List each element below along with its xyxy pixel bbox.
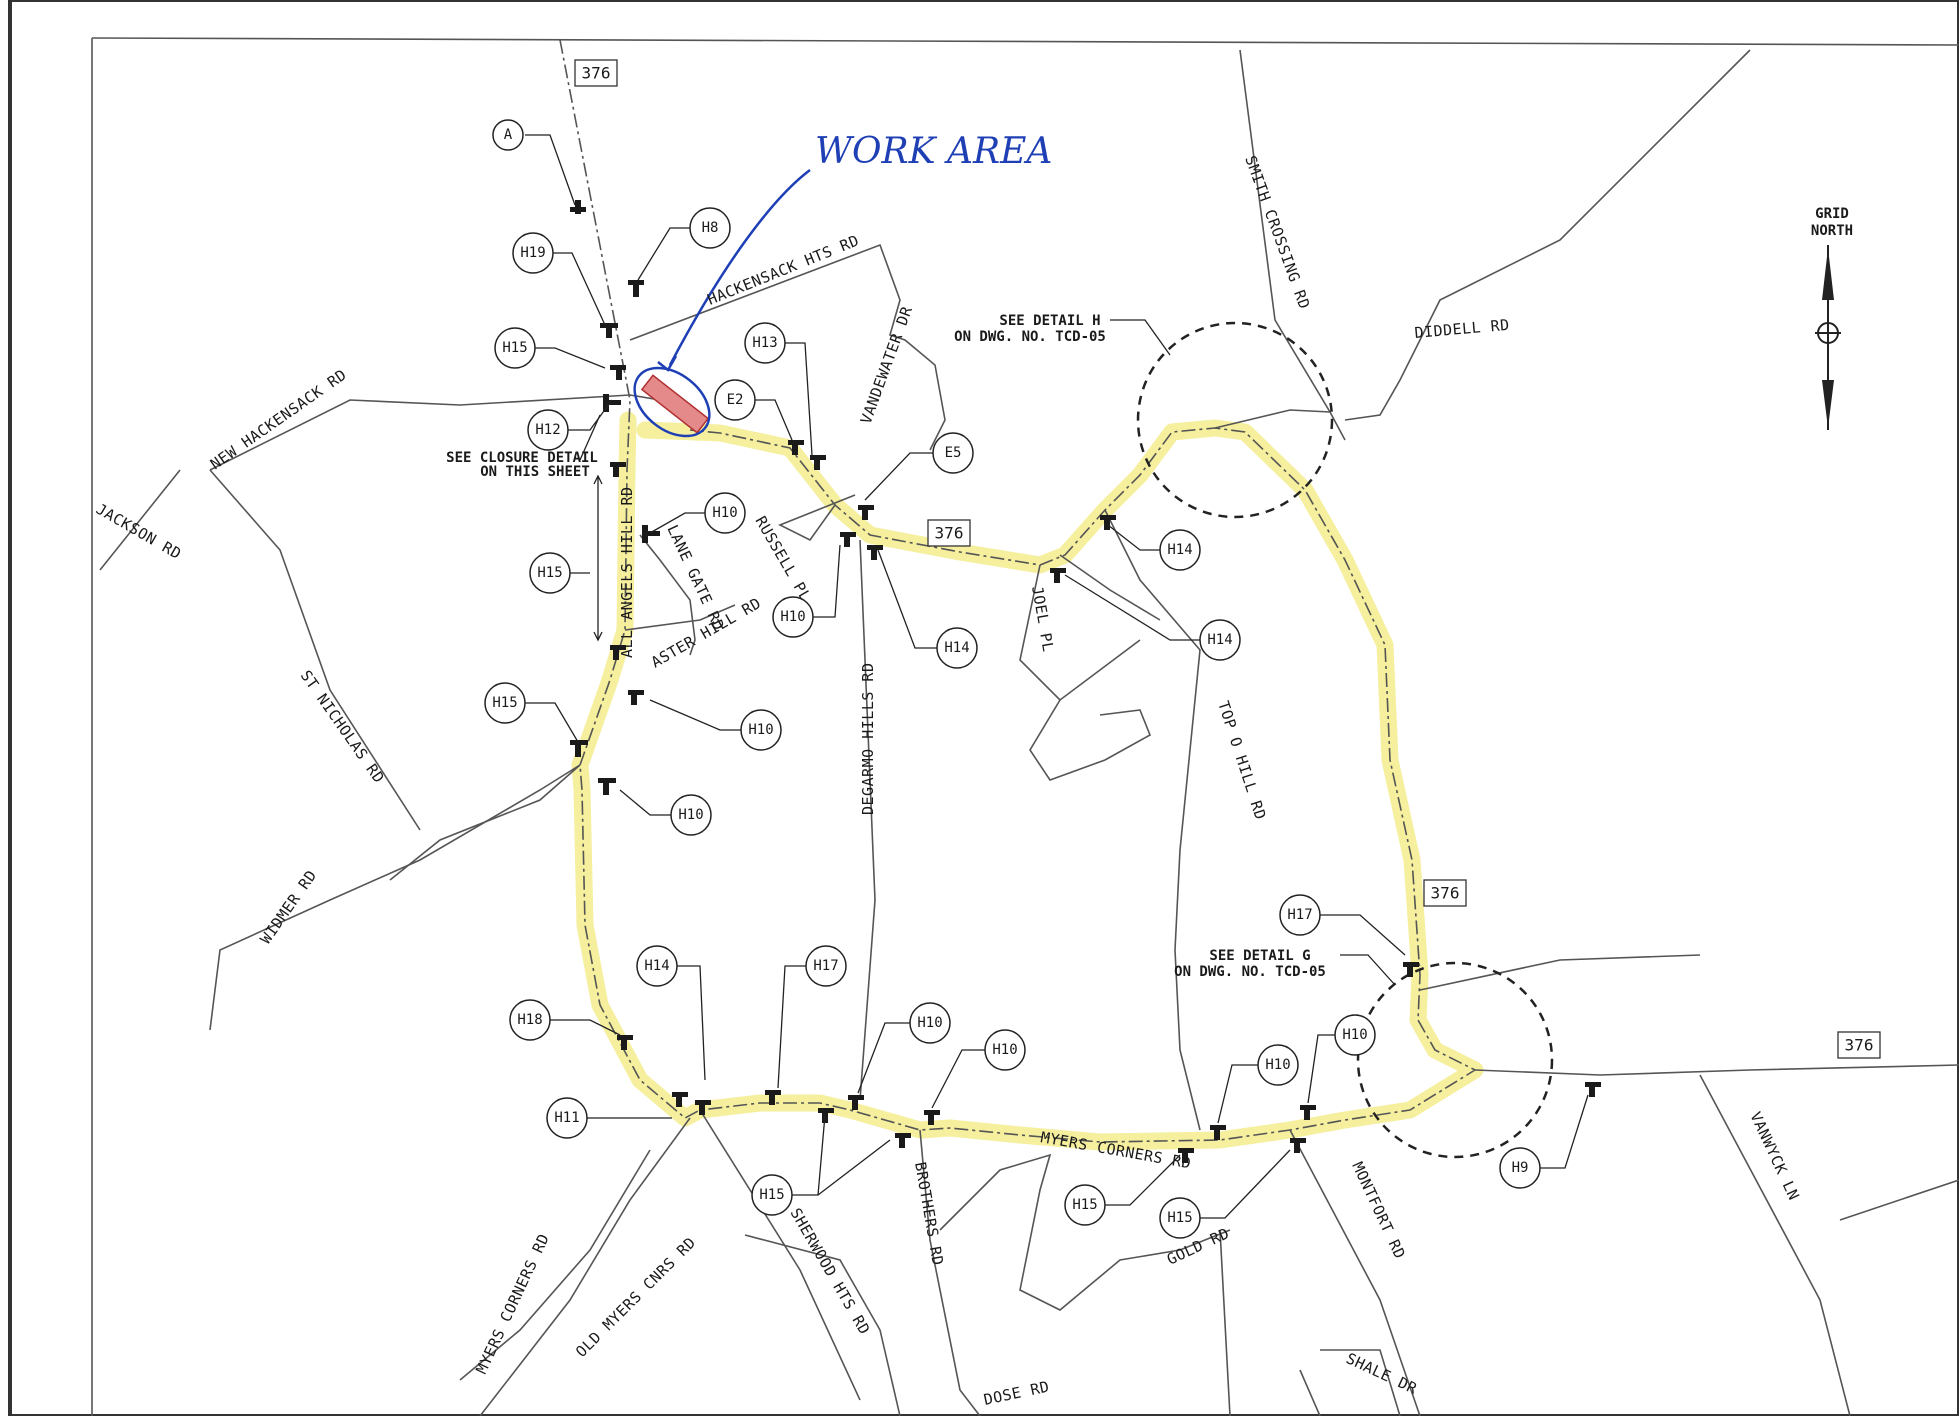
road-label-top-o-hill: TOP O HILL RD xyxy=(1214,699,1269,822)
road-label-old-myers: OLD MYERS CNRS RD xyxy=(572,1234,699,1361)
road-label-vanwyck: VANWYCK LN xyxy=(1746,1109,1803,1203)
road-label-hackensack-hts: HACKENSACK HTS RD xyxy=(705,231,862,308)
road-label-new-hackensack: NEW HACKENSACK RD xyxy=(207,366,350,474)
work-area-label: WORK AREA xyxy=(815,131,1052,172)
sign-callouts: A H19 H8 H15 H12 H13 E2 E5 H10 H15 H10 H… xyxy=(484,119,1589,1239)
sign-h15-s1: H15 xyxy=(759,1187,784,1203)
road-label-vandewater: VANDEWATER DR xyxy=(857,303,916,426)
route-shields: 376 376 376 376 xyxy=(574,59,1881,1059)
sign-h15-s3: H15 xyxy=(1167,1210,1192,1226)
sign-h14-b: H14 xyxy=(1167,542,1192,558)
work-area-pointer xyxy=(668,169,811,366)
sign-h19: H19 xyxy=(520,245,545,261)
sign-e2: E2 xyxy=(727,392,744,408)
note-detail-h-line1: SEE DETAIL H xyxy=(999,313,1100,329)
sign-h14-a: H14 xyxy=(944,640,969,656)
road-label-degarmo: DEGARMO HILLS RD xyxy=(859,663,877,816)
sign-e5: E5 xyxy=(945,445,962,461)
road-label-brothers: BROTHERS RD xyxy=(911,1161,947,1267)
sign-a: A xyxy=(504,127,513,143)
work-area-marker xyxy=(633,366,711,438)
note-closure-line2: ON THIS SHEET xyxy=(480,464,590,480)
route-shield-southeast: 376 xyxy=(1845,1036,1874,1055)
note-detail-g-line1: SEE DETAIL G xyxy=(1209,948,1310,964)
route-shield-center: 376 xyxy=(935,524,964,543)
sign-h18: H18 xyxy=(517,1012,542,1028)
frame-line-top xyxy=(91,37,1959,46)
road-label-diddell: DIDDELL RD xyxy=(1414,316,1511,342)
road-label-myers-corners-w: MYERS CORNERS RD xyxy=(472,1231,553,1377)
sheet-border xyxy=(8,0,1959,1416)
north-arrow-line1: GRID xyxy=(1815,206,1849,222)
sign-h13: H13 xyxy=(752,335,777,351)
road-label-st-nicholas: ST NICHOLAS RD xyxy=(297,667,388,787)
note-detail-h-line2: ON DWG. NO. TCD-05 xyxy=(954,329,1106,345)
sign-h11: H11 xyxy=(554,1110,579,1126)
north-arrow: GRID NORTH xyxy=(1811,206,1853,430)
notes: SEE DETAIL H ON DWG. NO. TCD-05 SEE DETA… xyxy=(446,313,1396,986)
note-detail-g-line2: ON DWG. NO. TCD-05 xyxy=(1174,964,1326,980)
sign-h10-s1: H10 xyxy=(917,1015,942,1031)
sign-h14-c: H14 xyxy=(1207,632,1232,648)
work-area-arrowhead xyxy=(657,355,678,372)
sign-h8: H8 xyxy=(702,220,719,236)
sign-h15-side: H15 xyxy=(537,565,562,581)
route-shield-east: 376 xyxy=(1431,884,1460,903)
road-label-jackson: JACKSON RD xyxy=(93,500,185,563)
sign-h10-lane: H10 xyxy=(712,505,737,521)
sign-h10-c: H10 xyxy=(678,807,703,823)
road-label-joel: JOEL PL xyxy=(1028,585,1057,654)
road-label-widmer: WIDMER RD xyxy=(257,867,321,948)
sign-h10-s2: H10 xyxy=(992,1042,1017,1058)
note-closure-line1: SEE CLOSURE DETAIL xyxy=(446,450,598,466)
detail-h-circle xyxy=(1136,321,1334,519)
sign-markers xyxy=(570,200,1601,1163)
sign-h17-s: H17 xyxy=(813,958,838,974)
road-label-montfort: MONTFORT RD xyxy=(1348,1159,1409,1262)
north-arrow-line2: NORTH xyxy=(1811,223,1853,239)
sign-h14-s: H14 xyxy=(644,958,669,974)
road-label-smith-crossing: SMITH CROSSING RD xyxy=(1241,153,1313,311)
road-label-sherwood: SHERWOOD HTS RD xyxy=(787,1205,874,1338)
sign-h10-degarmo: H10 xyxy=(780,609,805,625)
sign-h10-b: H10 xyxy=(748,722,773,738)
road-label-all-angels: ALL ANGELS HILL RD xyxy=(618,486,636,658)
sign-h15-top: H15 xyxy=(502,340,527,356)
sign-h15-left: H15 xyxy=(492,695,517,711)
sign-h12: H12 xyxy=(535,422,560,438)
road-labels: HACKENSACK HTS RD NEW HACKENSACK RD JACK… xyxy=(93,153,1803,1409)
route-shield-north: 376 xyxy=(582,64,611,83)
sign-h17-e: H17 xyxy=(1287,907,1312,923)
sign-h9: H9 xyxy=(1512,1160,1529,1176)
sign-h10-se2: H10 xyxy=(1342,1027,1367,1043)
detail-g-circle xyxy=(1356,961,1554,1159)
road-label-dose: DOSE RD xyxy=(982,1377,1051,1408)
sign-h15-s2: H15 xyxy=(1072,1197,1097,1213)
road-network xyxy=(99,39,1959,1416)
sign-h10-se1: H10 xyxy=(1265,1057,1290,1073)
